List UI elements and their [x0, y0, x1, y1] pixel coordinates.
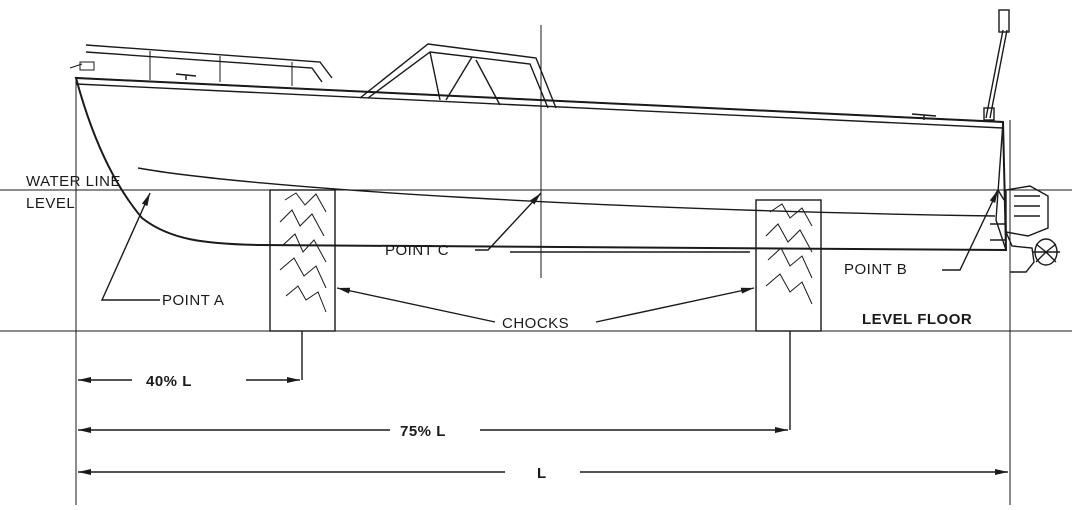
- antenna-icon: [983, 9, 1010, 121]
- point-c-leader: [475, 192, 542, 251]
- dim-40-label: 40% L: [146, 373, 192, 390]
- chocks-leader-right: [595, 287, 755, 323]
- cleat-icon: [175, 73, 937, 120]
- level-label: LEVEL: [26, 195, 75, 212]
- point-c-label: POINT C: [385, 242, 449, 259]
- chock-block-icon: [269, 189, 336, 332]
- dim-l-label: L: [537, 465, 547, 482]
- point-a-leader: [100, 192, 160, 301]
- boat-hull-icon: [74, 76, 1008, 252]
- level-floor-label: LEVEL FLOOR: [862, 311, 972, 328]
- chocks-label: CHOCKS: [502, 315, 569, 332]
- water-line-label: WATER LINE: [26, 173, 121, 190]
- point-a-label: POINT A: [162, 292, 224, 309]
- chock-block-icon: [755, 199, 822, 332]
- propeller-icon: [1032, 238, 1060, 266]
- chocks-leader-left: [336, 287, 496, 323]
- point-b-leader: [942, 189, 999, 271]
- windshield-icon: [359, 43, 557, 109]
- dim-75-label: 75% L: [400, 423, 446, 440]
- point-b-label: POINT B: [844, 261, 907, 278]
- bow-rail-icon: [69, 44, 333, 86]
